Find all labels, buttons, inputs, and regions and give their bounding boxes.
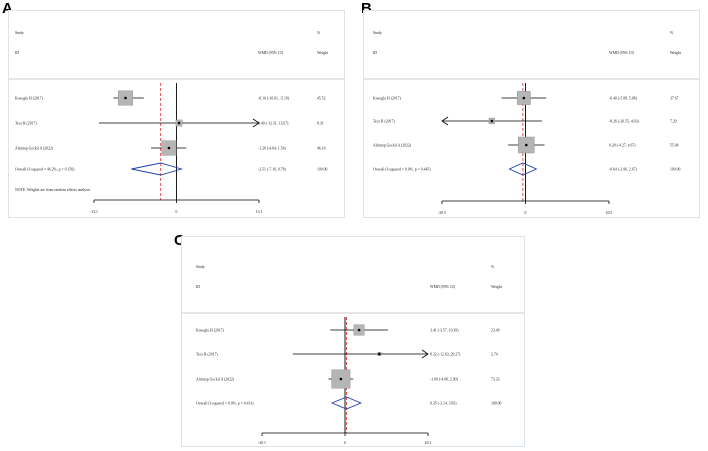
header-id: ID [373,51,377,55]
study-point-estimate [490,119,494,123]
x-axis-tick-label: -13.1 [90,210,98,214]
x-axis-tick-label: 0 [344,441,346,445]
x-axis-tick-label: 20.5 [606,211,613,215]
weights-note: NOTE: Weights are from random effects an… [15,188,91,192]
overall-weight-text: 100.00 [670,167,681,171]
x-axis-tick-label: 13.1 [256,210,263,214]
header-study: Study [15,31,24,35]
study-point-estimate [124,96,127,100]
study-point-estimate [339,377,343,381]
header-study: Study [373,31,382,35]
header-effect: WMD (95% CI) [258,51,284,55]
header-percent: % [491,265,495,269]
study-weight-text: 7.29 [670,119,677,123]
study-label: Koeoglu H (2017) [15,96,44,100]
study-point-estimate [525,143,528,147]
study-weight-text: 23.49 [491,328,500,332]
study-label: Koeoglu H (2017) [373,96,402,100]
overall-label: Overall (I-squared = 46.2%, p = 0.156) [15,167,75,172]
study-label: Altintop Geckil A (2022) [15,146,54,150]
x-axis-tick-label: 0 [176,210,178,214]
study-ci-text: 3.41 (-3.57, 10.39) [430,328,459,333]
overall-ci-text: 0.35 (-3.14, 3.83) [430,401,457,406]
study-ci-arrow [421,349,429,359]
study-ci-text: -0.40 (-5.88, 5.08) [609,96,638,101]
overall-weight-text: 100.00 [491,401,502,405]
overall-label: Overall (I-squared = 0.0%, p = 0.445) [373,167,431,172]
study-weight-text: 55.04 [670,143,679,147]
overall-diamond [131,162,184,176]
study-ci-text: -8.10 (-10.01, -5.19) [258,96,290,101]
study-label: Altintop Geckil A (2022) [196,377,235,381]
study-ci-text: 0.40 (-12.31, 13.67) [258,121,289,126]
header-percent: % [317,31,321,35]
header-study: Study [196,265,205,269]
study-label: Altintop Geckil A (2022) [373,143,412,147]
panel-b-label: B [361,0,372,17]
study-ci-text: 0.20 (-4.27, 4.67) [609,143,636,148]
header-id: ID [196,285,200,289]
x-axis-tick-label: -20.1 [258,441,266,445]
overall-ci-text: -2.51 (-7.16, 0.78) [258,167,287,172]
study-label: Tecz R (2017) [196,352,218,356]
study-label: Tecz R (2017) [373,119,395,123]
study-ci-text: -1.00 (-4.00, 2.00) [430,377,459,382]
study-label: Tecz R (2017) [15,121,37,125]
header-weight: Weight [491,285,503,289]
study-ci-text: -8.26 (-20.55, 4.03) [609,119,639,124]
study-weight-text: 46.16 [317,146,326,150]
x-axis-tick-label: -20.5 [438,211,446,215]
study-weight-text: 8.31 [317,121,324,125]
panel-a-label: A [2,0,13,17]
header-weight: Weight [670,51,682,55]
overall-ci-text: -0.64 (-3.96, 2.67) [609,167,638,172]
study-point-estimate [522,96,526,100]
overall-weight-text: 100.00 [317,167,328,171]
overall-diamond [330,396,362,410]
study-weight-text: 45.52 [317,96,326,100]
study-ci-text: -1.20 (-4.04, 1.54) [258,146,287,151]
x-axis-tick-label: 0 [525,211,527,215]
header-id: ID [15,51,19,55]
study-ci-arrow [441,116,449,126]
header-percent: % [670,31,674,35]
study-weight-text: 37.67 [670,96,679,100]
header-weight: Weight [317,51,329,55]
study-point-estimate [177,121,181,125]
header-effect: WMD (95% CI) [609,51,635,55]
study-weight-text: 73.33 [491,377,500,381]
header-effect: WMD (95% CI) [430,285,456,289]
study-label: Koeoglu H (2017) [196,328,225,332]
study-ci-text: 8.32 (-12.63, 29.27) [430,352,461,357]
study-point-estimate [378,352,381,356]
x-axis-tick-label: 20.1 [425,441,432,445]
overall-diamond [508,162,538,176]
study-ci-arrow [252,118,260,128]
study-point-estimate [357,328,361,332]
panel-c-label: C [174,232,185,249]
study-weight-text: 2.74 [491,352,498,356]
study-point-estimate [167,146,171,150]
overall-label: Overall (I-squared = 0.0%, p = 0.413) [196,401,254,406]
